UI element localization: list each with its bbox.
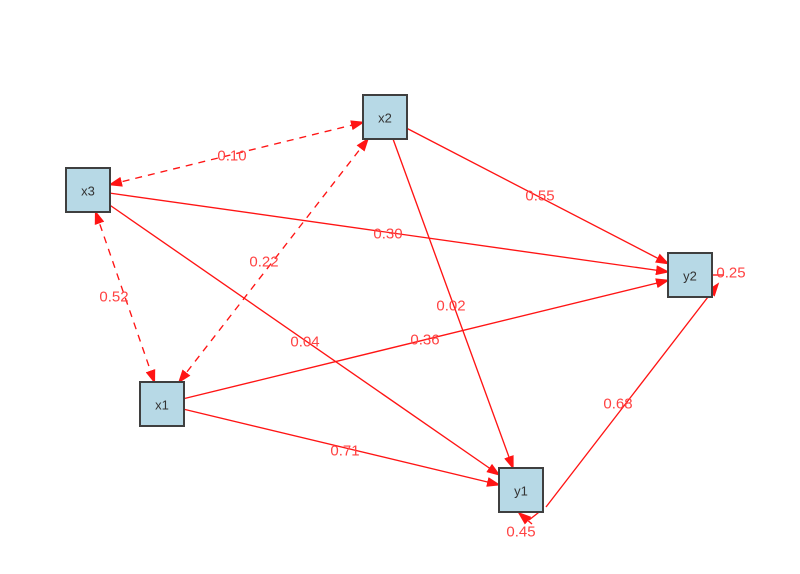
residual-label-y1: 0.45 [506, 524, 535, 541]
node-box-x1 [139, 381, 185, 427]
node-y2: y2 [667, 252, 713, 298]
edge-label-y1-y2: 0.68 [603, 396, 632, 413]
edge-x3-y1 [109, 204, 501, 476]
edge-x1-y2 [183, 278, 670, 400]
node-label-y2: y2 [683, 269, 697, 284]
node-label-x1: x1 [155, 398, 169, 413]
node-label-x2: x2 [378, 111, 392, 126]
node-x3: x3 [65, 167, 111, 213]
node-x2: x2 [362, 94, 408, 140]
edge-x2-y1 [392, 138, 514, 470]
edge-label-x1-y1: 0.71 [330, 443, 359, 460]
node-y1: y1 [498, 467, 544, 513]
edge-label-x3-y2: 0.30 [373, 226, 402, 243]
node-box-y1 [498, 467, 544, 513]
edge-labels-layer: 0.10 0.52 0.22 0.55 0.30 0.36 0.02 0.04 0.71 0.68… [99, 148, 745, 541]
node-box-x2 [362, 94, 408, 140]
residual-label-y2: 0.25 [716, 265, 745, 282]
edge-y1-y2 [545, 282, 720, 508]
nodes-layer: x2 x3 x1 y1 y2 [65, 94, 713, 513]
edge-x3-x1 [94, 210, 156, 384]
node-label-y1: y1 [514, 484, 528, 499]
node-label-x3: x3 [81, 184, 95, 199]
residual-loop-y1 [517, 511, 533, 525]
edge-label-x2-y1: 0.02 [436, 298, 465, 315]
edge-x1-y1 [183, 408, 501, 487]
edges-layer [94, 120, 720, 508]
edge-label-x2-y2: 0.55 [525, 188, 554, 205]
edge-x3-y2 [109, 192, 670, 276]
edge-label-x3-x1: 0.52 [99, 289, 128, 306]
node-box-y2 [667, 252, 713, 298]
edge-label-x1-y2: 0.36 [410, 332, 439, 349]
node-box-x3 [65, 167, 111, 213]
node-x1: x1 [139, 381, 185, 427]
edge-label-x1-x2: 0.22 [249, 254, 278, 271]
edge-label-x3-x2: 0.10 [217, 148, 246, 165]
edge-label-x3-y1: 0.04 [290, 334, 319, 351]
edge-x2-y2 [406, 127, 670, 265]
